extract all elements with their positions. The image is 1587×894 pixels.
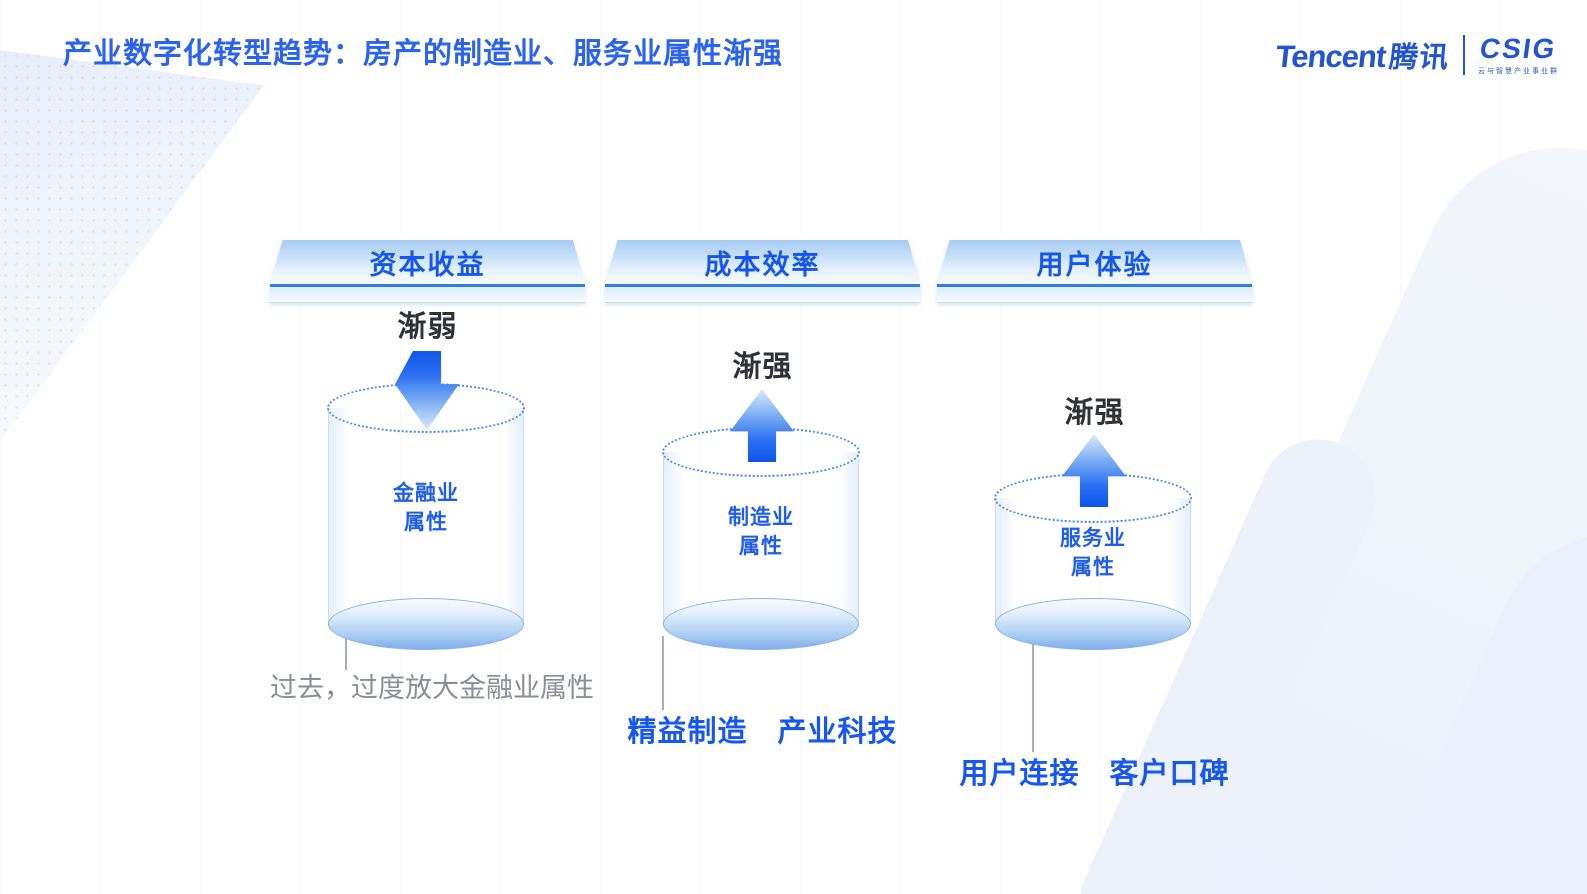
- trend-label-strengthening: 渐强: [732, 351, 793, 383]
- trend-label-weakening: 渐弱: [397, 311, 458, 343]
- cylinder-label-line1: 服务业: [1060, 527, 1126, 550]
- banner-capital-returns: 资本收益: [270, 240, 585, 303]
- cylinder-label: 金融业 属性: [328, 408, 524, 608]
- trend-label-strengthening: 渐强: [1064, 397, 1125, 429]
- tencent-logo-en: Tencent: [1274, 38, 1388, 74]
- tencent-logo: Tencent 腾讯: [1274, 34, 1452, 76]
- leader-line: [1032, 640, 1034, 752]
- column-cost-efficiency: 成本效率 渐强 制造业 属性 精益制造 产业科技: [605, 0, 920, 894]
- cylinder-label-line2: 属性: [404, 511, 448, 534]
- cylinder-label-line1: 金融业: [393, 482, 459, 505]
- banner-strip: [937, 284, 1252, 303]
- cylinder-label-line2: 属性: [739, 535, 783, 558]
- cylinder-bottom-ellipse: [328, 598, 524, 650]
- banner-cost-efficiency: 成本效率: [605, 240, 920, 303]
- banner-label: 成本效率: [704, 249, 821, 280]
- banner-surface: 成本效率: [605, 240, 920, 284]
- banner-strip: [270, 284, 585, 303]
- leader-line: [662, 636, 664, 710]
- caption-lean-manufacturing: 精益制造 产业科技: [627, 716, 898, 748]
- page-title: 产业数字化转型趋势：房产的制造业、服务业属性渐强: [63, 38, 784, 70]
- column-capital-returns: 资本收益 渐弱 金融业 属性 过去，过度放大金融业属性: [270, 0, 594, 894]
- leader-line: [345, 620, 347, 670]
- csig-subtitle: 云与智慧产业事业群: [1478, 68, 1559, 75]
- banner-surface: 用户体验: [937, 240, 1252, 284]
- csig-logo: CSIG 云与智慧产业事业群: [1478, 33, 1559, 76]
- cylinder-bottom-ellipse: [995, 598, 1191, 650]
- brand-logos: Tencent 腾讯 CSIG 云与智慧产业事业群: [1274, 33, 1559, 76]
- cylinder-label-line2: 属性: [1071, 556, 1115, 579]
- csig-wordmark: CSIG: [1478, 33, 1559, 64]
- logo-divider: [1463, 34, 1465, 75]
- cylinder-bottom-ellipse: [663, 598, 859, 650]
- cylinder-label-line1: 制造业: [728, 506, 794, 529]
- cylinder-label: 服务业 属性: [995, 498, 1191, 608]
- caption-user-connection: 用户连接 客户口碑: [959, 758, 1230, 790]
- cylinder-body: [663, 452, 859, 622]
- cylinder-label: 制造业 属性: [663, 452, 859, 612]
- column-user-experience: 用户体验 渐强 服务业 属性 用户连接 客户口碑: [937, 0, 1252, 894]
- banner-label: 资本收益: [369, 249, 486, 280]
- banner-surface: 资本收益: [270, 240, 585, 284]
- banner-user-experience: 用户体验: [937, 240, 1252, 303]
- cylinder-body: [328, 408, 524, 624]
- banner-label: 用户体验: [1036, 249, 1153, 280]
- caption-past-financial: 过去，过度放大金融业属性: [270, 673, 594, 703]
- banner-strip: [605, 284, 920, 303]
- tencent-logo-cn: 腾讯: [1387, 41, 1452, 74]
